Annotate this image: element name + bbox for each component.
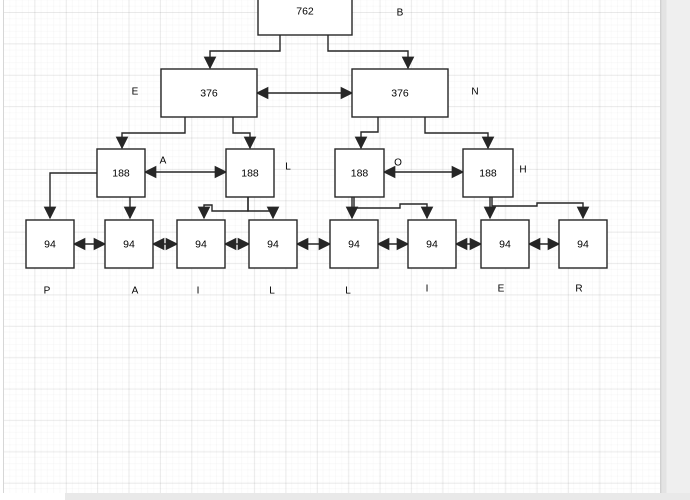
tree-node-box[interactable] [104, 219, 154, 269]
tree-node[interactable]: 94 [480, 219, 530, 269]
letter-label[interactable]: P [44, 286, 51, 297]
connector-arrow[interactable] [491, 197, 590, 220]
letter-label[interactable]: L [285, 162, 291, 173]
node-layer: 762 376 376 188 188 188 188 94 94 94 94 94 94 94 94 [25, 0, 608, 269]
letter-layer: B E N A L O H P A I L L I E R [44, 8, 583, 297]
node-value: 94 [426, 239, 438, 251]
node-value: 376 [200, 88, 218, 100]
tree-node[interactable]: 762 [257, 0, 353, 36]
tree-node[interactable]: 376 [351, 68, 449, 118]
tree-node[interactable]: 188 [334, 148, 385, 198]
tree-node[interactable]: 188 [225, 148, 275, 198]
tree-node-box[interactable] [329, 219, 379, 269]
connector-arrow[interactable] [424, 117, 495, 150]
tree-node-box[interactable] [407, 219, 457, 269]
node-value: 188 [241, 168, 259, 180]
tree-node[interactable]: 94 [25, 219, 75, 269]
letter-label[interactable]: E [132, 87, 139, 98]
connector-arrow[interactable] [197, 197, 249, 220]
connector-arrow[interactable] [327, 35, 415, 70]
connector-arrow[interactable] [43, 172, 97, 220]
letter-label[interactable]: L [345, 286, 351, 297]
node-value: 762 [296, 6, 314, 18]
letter-label[interactable]: L [269, 286, 275, 297]
tree-node[interactable]: 94 [329, 219, 379, 269]
right-scrollbar-rail[interactable] [660, 0, 690, 500]
tree-node-box[interactable] [176, 219, 226, 269]
tree-node-box[interactable] [462, 148, 514, 198]
tree-node-box[interactable] [25, 219, 75, 269]
node-value: 188 [351, 168, 369, 180]
letter-label[interactable]: A [160, 156, 167, 167]
node-value: 94 [348, 239, 360, 251]
tree-node[interactable]: 94 [176, 219, 226, 269]
node-value: 94 [499, 239, 511, 251]
letter-label[interactable]: I [197, 286, 200, 297]
tree-node-box[interactable] [248, 219, 298, 269]
node-value: 188 [479, 168, 497, 180]
connector-arrow[interactable] [247, 197, 280, 220]
node-value: 94 [123, 239, 135, 251]
tree-node[interactable]: 376 [160, 68, 258, 118]
tree-node-box[interactable] [160, 68, 258, 118]
letter-label[interactable]: O [394, 158, 402, 169]
node-value: 94 [267, 239, 279, 251]
connector-arrow[interactable] [232, 117, 257, 150]
tree-node[interactable]: 188 [462, 148, 514, 198]
tree-node-box[interactable] [334, 148, 385, 198]
letter-label[interactable]: N [471, 87, 478, 98]
connector-arrow[interactable] [115, 117, 186, 150]
tree-node-box[interactable] [351, 68, 449, 118]
letter-label[interactable]: R [575, 284, 582, 295]
letter-label[interactable]: E [498, 284, 505, 295]
connector-arrow[interactable] [203, 35, 281, 70]
tree-node-box[interactable] [257, 0, 353, 36]
letter-label[interactable]: I [426, 284, 429, 295]
tree-node[interactable]: 94 [558, 219, 608, 269]
node-value: 94 [577, 239, 589, 251]
node-value: 376 [391, 88, 409, 100]
bottom-scrollbar-track[interactable] [65, 493, 690, 500]
connector-arrow[interactable] [353, 197, 434, 220]
tree-node-box[interactable] [558, 219, 608, 269]
node-value: 94 [44, 239, 56, 251]
connector-arrow[interactable] [354, 117, 379, 150]
node-value: 94 [195, 239, 207, 251]
letter-label[interactable]: A [132, 286, 139, 297]
tree-node[interactable]: 94 [104, 219, 154, 269]
tree-node[interactable]: 94 [248, 219, 298, 269]
tree-node-box[interactable] [96, 148, 146, 198]
tree-node-box[interactable] [480, 219, 530, 269]
letter-label[interactable]: B [397, 8, 404, 19]
node-value: 188 [112, 168, 130, 180]
tree-node[interactable]: 94 [407, 219, 457, 269]
letter-label[interactable]: H [519, 165, 526, 176]
connector-layer [43, 35, 590, 251]
tree-node-box[interactable] [225, 148, 275, 198]
tree-node[interactable]: 188 [96, 148, 146, 198]
